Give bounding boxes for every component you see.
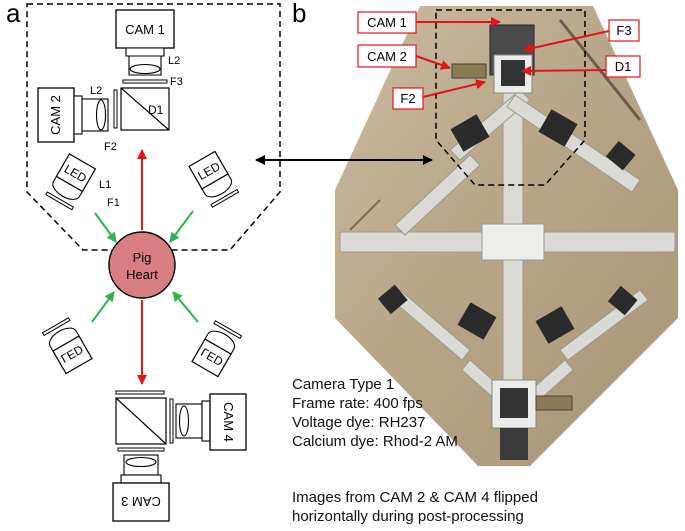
filter-icon: [115, 390, 165, 395]
svg-text:CAM 1: CAM 1: [367, 15, 407, 30]
cam3-label: CAM 3: [121, 494, 161, 509]
excitation-arrow-ul: [94, 212, 117, 243]
label-l2-left: L2: [90, 85, 102, 97]
d1-assembly: D1 F2: [104, 87, 170, 153]
led-dome: [201, 173, 233, 198]
lens-icon: [125, 456, 157, 468]
label-f3: F3: [170, 76, 183, 88]
cam2-lens-mount: [73, 95, 83, 135]
rail-center-connector: [481, 223, 545, 261]
cam1-assembly: CAM 1 L2 F3: [115, 9, 183, 88]
filter-icon: [117, 447, 165, 452]
enclosure-outline: [26, 3, 281, 251]
label-l1: L1: [99, 179, 111, 191]
heart-label-line2: Heart: [126, 267, 158, 282]
filter-icon: [41, 317, 71, 337]
note-line: horizontally during post-processing: [292, 508, 524, 525]
spec-line: Camera Type 1: [292, 376, 395, 393]
heart-icon: [108, 231, 176, 299]
dichroic-mirror-line: [120, 87, 170, 131]
cam4-body: [209, 393, 247, 451]
led-lower-right: LED: [191, 320, 243, 378]
tag-arrow-cam2: [415, 55, 451, 70]
svg-text:D1: D1: [615, 59, 632, 74]
label-f2: F2: [104, 141, 117, 153]
cam1-label: CAM 1: [125, 22, 165, 37]
cam2-body: [37, 87, 75, 143]
heart-label-line1: Pig: [133, 250, 152, 265]
led-dome: [52, 175, 84, 200]
spec-line: Calcium dye: Rhod-2 AM: [292, 433, 458, 450]
filter-icon: [210, 188, 240, 208]
filter-f1: [45, 191, 75, 211]
spec-line: Voltage dye: RH237: [292, 414, 426, 431]
tag-d1: D1: [605, 55, 641, 78]
label-l2-top: L2: [168, 55, 180, 67]
excitation-arrow-ur: [169, 210, 194, 243]
rig-photo: [335, 6, 678, 466]
svg-text:CAM 2: CAM 2: [367, 49, 407, 64]
svg-text:F2: F2: [400, 91, 415, 106]
excitation-arrow-lr: [172, 291, 199, 323]
tag-arrow-f2: [422, 79, 486, 98]
filter-f2: [113, 89, 118, 129]
tag-cam1: CAM 1: [357, 11, 417, 34]
tag-arrow-f3: [523, 30, 610, 53]
note-line: Images from CAM 2 & CAM 4 flipped: [292, 489, 538, 506]
led-heatsink-cluster: [377, 109, 638, 344]
spec-line: Frame rate: 400 fps: [292, 395, 423, 412]
bottom-assembly: CAM 4 CAM 3: [112, 390, 247, 522]
led-upper-right: LED: [188, 150, 240, 208]
cam4-label: CAM 4: [221, 402, 236, 442]
panel-label-b: b: [292, 0, 307, 28]
tag-cam2: CAM 2: [357, 44, 417, 68]
svg-text:F3: F3: [616, 23, 631, 38]
cam2-assembly: CAM 2 L2: [37, 85, 109, 143]
cam1-lens-mount: [125, 47, 165, 57]
cam4-lens-mount: [201, 400, 211, 442]
tag-f2: F2: [392, 87, 424, 110]
filter-icon: [122, 79, 168, 84]
tag-f3: F3: [608, 19, 640, 42]
led-upper-left: LED: [45, 153, 97, 211]
cam3-lens-mount: [120, 474, 162, 484]
excitation-arrow-ll: [91, 291, 115, 323]
led-dome: [48, 327, 80, 352]
led-lower-left: LED: [41, 317, 93, 375]
tag-arrow-d1: [521, 65, 607, 76]
label-d1: D1: [148, 103, 164, 117]
lens-icon: [95, 99, 107, 131]
label-f1: F1: [107, 197, 120, 209]
lens-icon: [129, 63, 161, 75]
filter-icon: [169, 398, 174, 444]
cam2-label: CAM 2: [48, 95, 63, 135]
dichroic-mirror-line: [115, 397, 167, 445]
side-camera-cam4: [535, 395, 573, 411]
lens-icon: [178, 405, 190, 437]
processing-note: Images from CAM 2 & CAM 4 flipped horizo…: [292, 488, 538, 526]
panel-label-a: a: [6, 0, 21, 28]
side-camera-cam2: [451, 63, 487, 79]
led-dome: [204, 330, 236, 355]
camera-specs: Camera Type 1 Frame rate: 400 fps Voltag…: [292, 375, 458, 451]
cam1-body: [115, 9, 175, 49]
cam3-body: [112, 482, 170, 522]
filter-icon: [213, 320, 243, 340]
